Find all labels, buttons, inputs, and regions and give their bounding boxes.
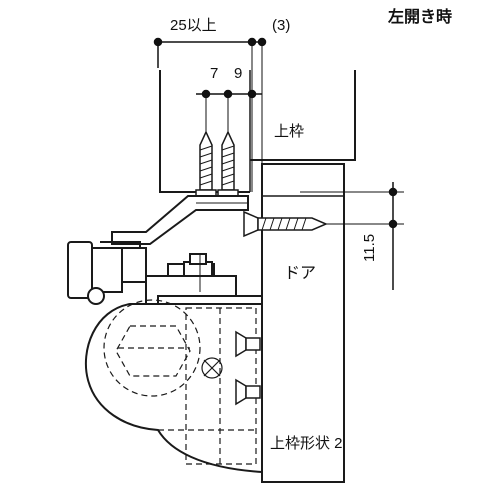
closer-body (84, 303, 263, 474)
frame-label: 上枠 (274, 123, 305, 140)
dimension-7-9 (196, 89, 262, 135)
frame-screws (195, 130, 239, 199)
door-screw (243, 210, 328, 238)
dimension-25 (153, 37, 267, 192)
dimension-11-5 (300, 182, 404, 290)
dimension-label-3: (3) (272, 17, 291, 34)
closer-hidden-lines (103, 299, 257, 465)
mounting-bracket (111, 195, 249, 245)
dimension-label-11-5: 11.5 (361, 233, 378, 262)
view-title: 左開き時 (388, 9, 453, 26)
closer-center-mark (201, 357, 223, 379)
door (261, 163, 345, 483)
hinge-arm (67, 241, 263, 305)
frame-shape-label: 上枠形状 2 (270, 435, 343, 452)
door-label: ドア (284, 265, 317, 282)
dimension-label-25: 25以上 (170, 17, 217, 34)
dimension-label-7: 7 (210, 65, 219, 82)
dimension-label-9: 9 (234, 65, 243, 82)
closer-screws (235, 330, 261, 406)
